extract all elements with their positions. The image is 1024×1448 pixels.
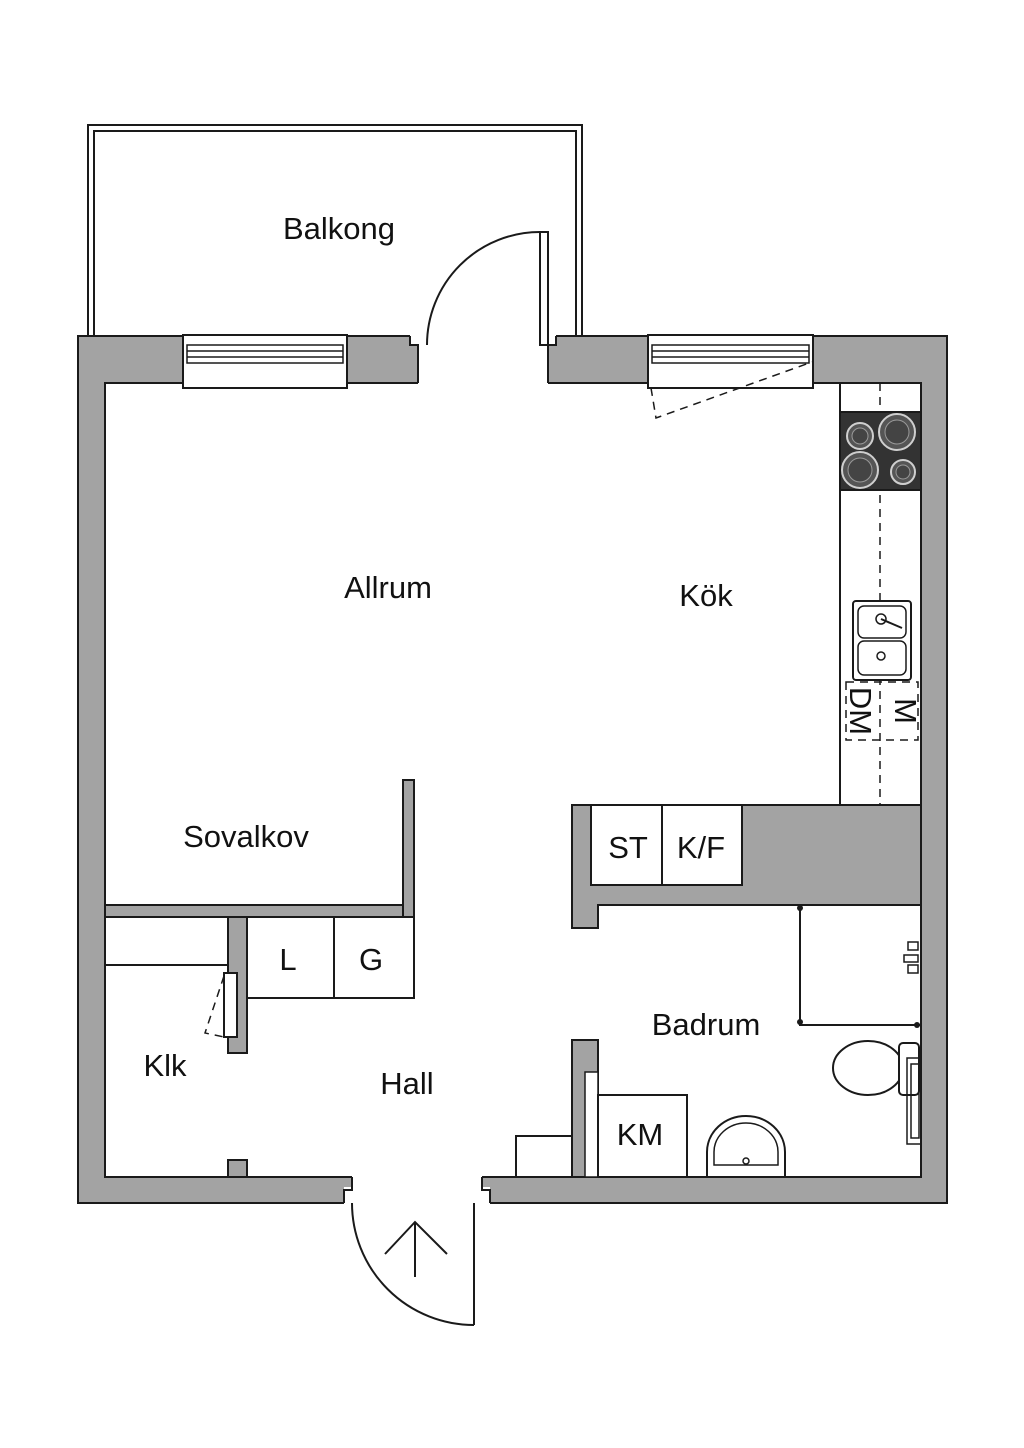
balcony-door-leaf [539,231,549,346]
balcony-door [409,231,557,385]
shower-head-icon [903,941,919,974]
washbasin [706,1115,786,1177]
entry-door [343,1175,491,1326]
interior-floor [104,382,922,1178]
wardrobe-label: G [359,942,383,977]
closet-door-swing [204,975,225,1038]
washing-machine-label: KM [617,1117,664,1152]
dishwasher-label: DM [843,687,878,735]
washing-machine [597,1094,688,1178]
alcove-label: Sovalkov [183,819,309,854]
fridge-freezer-label: K/F [677,830,725,865]
kitchen-sink [852,600,912,681]
alcove-wall-horizontal [104,904,404,918]
bathroom-label: Badrum [652,1007,761,1042]
closet-label: Klk [143,1048,187,1083]
entry-door-swing [351,1202,475,1326]
closet-door-leaf [223,972,238,1038]
hall-wall-stub [227,1159,248,1178]
balcony-outer-railing [87,124,583,337]
balcony-door-swing [426,231,541,346]
toilet [832,1040,922,1145]
cabinet-block [590,804,743,886]
stove [839,411,922,491]
shower [797,905,921,1028]
window-swing-line [650,361,813,420]
bathroom-door-frame [584,1071,599,1178]
microwave-label: M [888,698,923,724]
closet-block [246,916,415,999]
balcony [87,124,583,337]
hall-shelf [515,1135,573,1178]
balcony-label: Balkong [283,211,395,246]
dishwasher-microwave: DM M [843,681,923,741]
balcony-inner-railing [93,130,577,337]
alcove-wall-vertical [402,779,415,918]
window-right [647,334,814,389]
entry-arrow-icon [384,1220,448,1277]
window-left [182,334,348,389]
kitchen-label: Kök [679,578,733,613]
linen-label: L [279,942,296,977]
stove-cabinet-label: ST [608,830,648,865]
hall-label: Hall [380,1066,433,1101]
living-room-label: Allrum [344,570,432,605]
